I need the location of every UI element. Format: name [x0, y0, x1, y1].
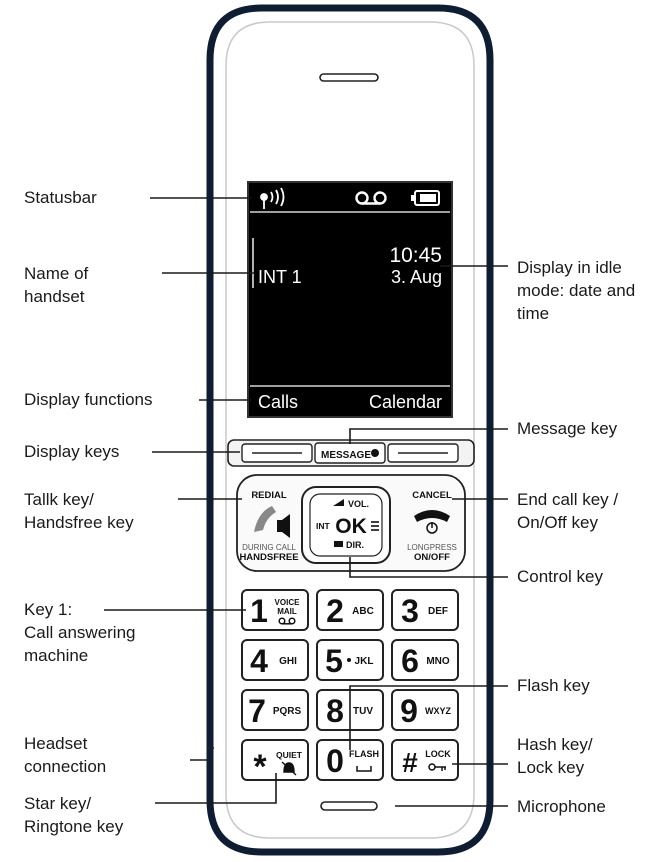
earpiece-icon — [319, 73, 379, 82]
label-headset-connection: Headset connection — [24, 734, 107, 776]
svg-text:MNO: MNO — [426, 656, 450, 667]
key-5-dot-icon — [347, 658, 351, 662]
svg-text:#: # — [402, 747, 418, 778]
display-screen — [247, 181, 453, 418]
label-message-key: Message key — [517, 419, 618, 438]
redial-label: REDIAL — [251, 490, 287, 501]
star-key[interactable]: * QUIET — [241, 739, 309, 786]
control-key[interactable]: VOL. INT OK DIR. — [301, 486, 391, 564]
softkey-right-label: Calendar — [369, 392, 442, 412]
key-9[interactable]: 9 WXYZ — [391, 689, 459, 731]
svg-text:JKL: JKL — [355, 656, 374, 667]
svg-text:WXYZ: WXYZ — [425, 706, 452, 716]
svg-text:GHI: GHI — [279, 656, 297, 667]
handset-inner-outline — [225, 21, 475, 839]
label-display-functions: Display functions — [24, 390, 153, 409]
voicemail-icon — [355, 191, 387, 205]
end-call-icon — [414, 510, 450, 522]
label-flash-key: Flash key — [517, 676, 590, 695]
label-display-keys: Display keys — [24, 442, 120, 461]
svg-text:PQRS: PQRS — [273, 706, 302, 717]
softkey-left-label: Calls — [258, 392, 298, 412]
message-led-icon — [371, 449, 379, 457]
label-star-key: Star key/ Ringtone key — [24, 794, 124, 836]
display-keys: MESSAGE — [227, 439, 475, 467]
battery-icon — [411, 190, 440, 206]
key-1[interactable]: 1 VOICE MAIL — [241, 589, 309, 631]
svg-text:7: 7 — [248, 693, 266, 729]
label-hash-key: Hash key/ Lock key — [517, 735, 593, 777]
message-key-label: MESSAGE — [321, 450, 371, 461]
key-lock-icon — [428, 763, 446, 771]
vol-label: VOL. — [348, 499, 369, 509]
svg-text:6: 6 — [401, 643, 419, 679]
int-label: INT — [316, 521, 331, 531]
label-statusbar: Statusbar — [24, 188, 97, 207]
space-icon — [356, 766, 372, 772]
handsfree-label: HANDSFREE — [239, 552, 298, 563]
book-icon — [334, 541, 343, 547]
svg-text:3: 3 — [401, 593, 419, 629]
svg-text:1: 1 — [250, 593, 268, 629]
svg-text:4: 4 — [250, 643, 268, 679]
during-call-label: DURING CALL — [242, 543, 296, 552]
screen-time: 10:45 — [389, 244, 442, 267]
svg-text:*: * — [253, 748, 267, 786]
leader-lines — [104, 197, 508, 807]
cancel-label: CANCEL — [412, 490, 452, 501]
handset-call-icon — [254, 506, 276, 532]
label-display-idle: Display in idle mode: date and time — [517, 258, 636, 323]
svg-text:5: 5 — [325, 643, 343, 679]
hash-key[interactable]: # LOCK — [391, 739, 459, 781]
ok-label: OK — [335, 515, 367, 538]
label-talk-key: Tallk key/ Handsfree key — [24, 490, 134, 532]
svg-text:QUIET: QUIET — [276, 750, 303, 760]
longpress-label: LONGPRESS — [407, 543, 457, 552]
dir-label: DIR. — [346, 540, 364, 550]
key-2[interactable]: 2 ABC — [316, 589, 384, 631]
menu-icon — [371, 521, 379, 531]
svg-text:MAIL: MAIL — [277, 607, 297, 616]
key-0[interactable]: 0 FLASH — [316, 739, 384, 781]
label-control-key: Control key — [517, 567, 603, 586]
label-name-of-handset: Name of handset — [24, 264, 89, 306]
key-5[interactable]: 5 JKL — [316, 639, 384, 681]
svg-text:ABC: ABC — [352, 606, 374, 617]
onoff-label: ON/OFF — [414, 552, 450, 563]
svg-text:8: 8 — [326, 693, 344, 729]
voicemail-key-icon — [278, 617, 296, 625]
talk-key[interactable]: REDIAL DURING CALL HANDSFREE — [239, 490, 298, 563]
label-key-1: Key 1: Call answering machine — [24, 600, 136, 665]
key-7[interactable]: 7 PQRS — [241, 689, 309, 731]
svg-text:2: 2 — [326, 593, 344, 629]
svg-text:0: 0 — [326, 743, 344, 779]
key-6[interactable]: 6 MNO — [391, 639, 459, 681]
screen-date: 3. Aug — [391, 267, 442, 287]
microphone-icon — [320, 801, 378, 811]
signal-icon — [260, 187, 285, 209]
bell-muted-icon — [281, 761, 297, 776]
svg-text:VOICE: VOICE — [275, 598, 301, 607]
label-end-call-key: End call key / On/Off key — [517, 490, 619, 532]
key-4[interactable]: 4 GHI — [241, 639, 309, 681]
svg-text:TUV: TUV — [353, 706, 373, 717]
svg-text:FLASH: FLASH — [349, 749, 379, 759]
key-3[interactable]: 3 DEF — [391, 589, 459, 631]
svg-text:LOCK: LOCK — [425, 749, 451, 759]
end-call-key[interactable]: CANCEL LONGPRESS ON/OFF — [407, 490, 457, 563]
svg-text:9: 9 — [400, 693, 418, 729]
screen-handset-name: INT 1 — [258, 267, 302, 287]
svg-text:DEF: DEF — [428, 606, 448, 617]
label-microphone: Microphone — [517, 797, 606, 816]
